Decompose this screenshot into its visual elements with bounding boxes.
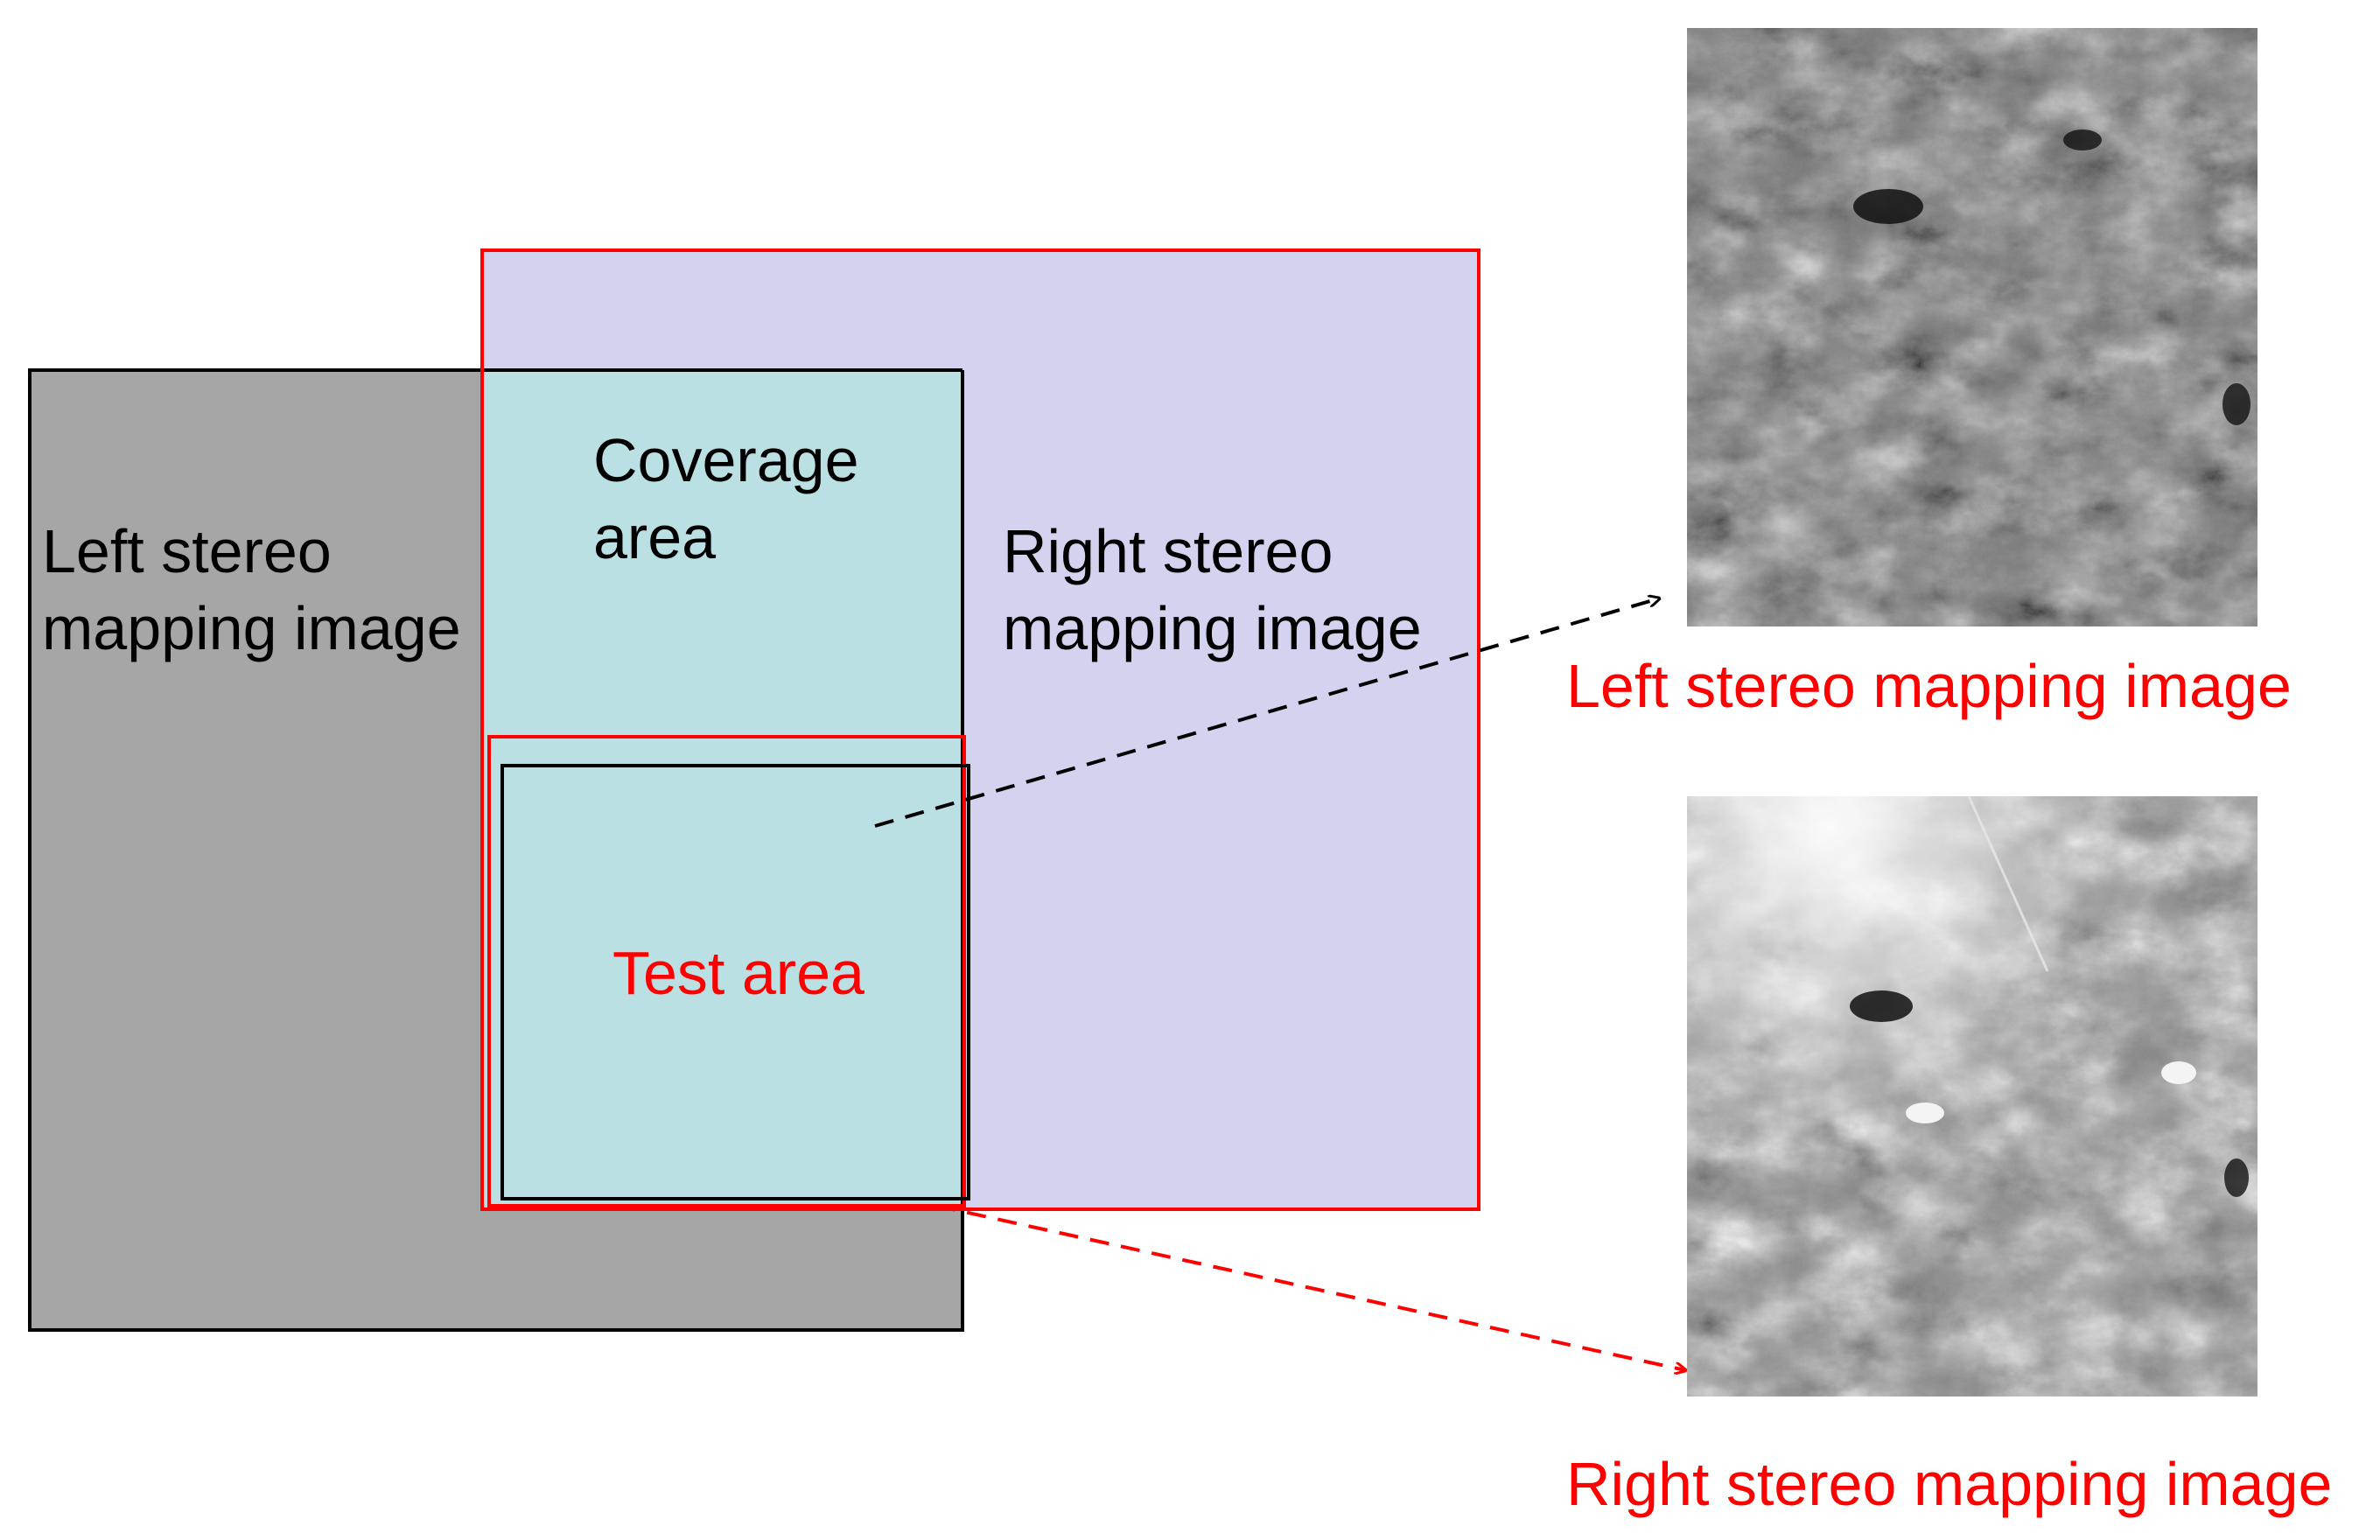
- test-area-outer: [487, 735, 966, 1208]
- left-satellite-image: [1687, 28, 2258, 626]
- right-image-caption: Right stereo mapping image: [1566, 1450, 2332, 1518]
- coverage-label: Coverage area: [593, 426, 876, 571]
- coverage-area: [484, 372, 961, 1208]
- test-area-inner: [500, 764, 970, 1200]
- right-box-label: Right stereo mapping image: [1003, 517, 1422, 662]
- test-area-label: Test area: [612, 939, 864, 1007]
- left-box-label: Left stereo mapping image: [42, 517, 461, 662]
- arrow-to-left-image: [874, 598, 1659, 828]
- left-image-caption: Left stereo mapping image: [1566, 652, 2292, 720]
- arrow-to-right-image: [935, 1204, 1685, 1370]
- right-satellite-image: [1687, 795, 2258, 1396]
